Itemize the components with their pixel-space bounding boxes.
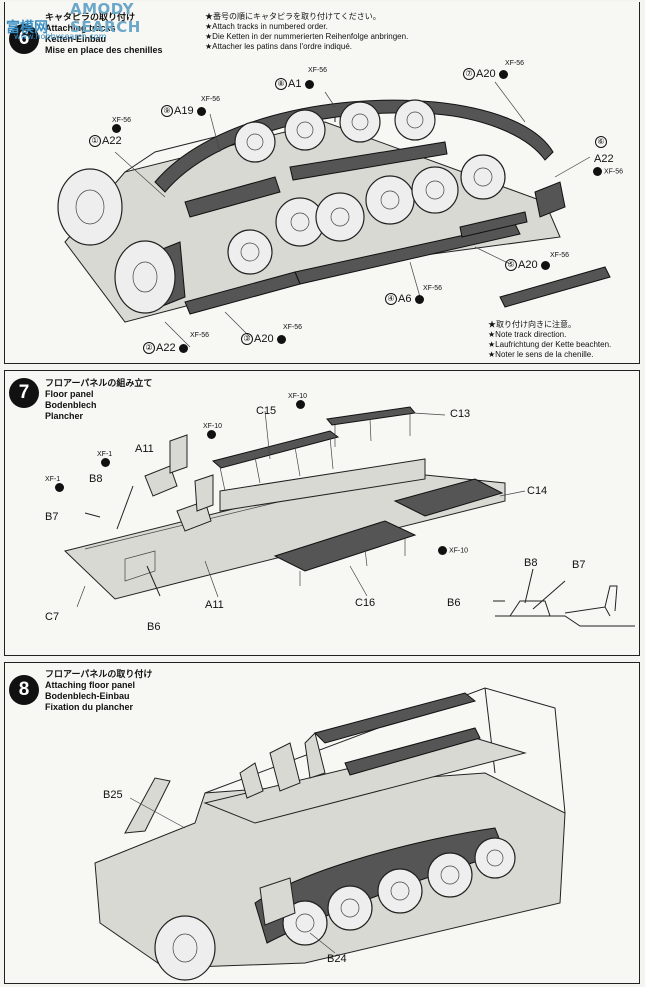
detail-part-b8: B8	[524, 557, 538, 569]
step-6-title-fr: Mise en place des chenilles	[45, 45, 163, 55]
paint-dot-icon	[296, 400, 305, 409]
paint-dot-icon	[207, 430, 216, 439]
paint-xf10: XF-10	[288, 393, 307, 409]
step-8-panel: 8 フロアーパネルの取り付け Attaching floor panel Bod…	[4, 662, 640, 984]
paint-dot-icon	[540, 260, 550, 270]
step-8-title-ja: フロアーパネルの取り付け	[45, 669, 153, 679]
watermark-site: AMODY SEARCH	[70, 0, 141, 36]
part-b7: B7	[45, 511, 59, 523]
step-7-number: 7	[9, 378, 39, 408]
paint-dot-icon	[196, 106, 206, 116]
step-7-drawing	[64, 406, 635, 627]
step-8-title-fr: Fixation du plancher	[45, 702, 134, 712]
paint-xf56: XF-56	[593, 167, 623, 176]
step-7-panel: 7 フロアーパネルの組み立て Floor panel Bodenblech Pl…	[4, 370, 640, 656]
step-8-title-en: Attaching floor panel	[45, 680, 135, 690]
detail-part-b7: B7	[572, 559, 586, 571]
paint-dot-icon	[304, 79, 314, 89]
paint-xf10: XF-10	[438, 546, 468, 555]
step-7-title-fr: Plancher	[45, 411, 84, 421]
paint-xf10: XF-10	[203, 423, 222, 439]
step-6-note-top: ★番号の順にキャタピラを取り付けてください。 ★Attach tracks in…	[205, 12, 408, 52]
note-line: ★Attach tracks in numbered order.	[205, 22, 328, 31]
part-c14: C14	[527, 485, 548, 497]
part-c7: C7	[45, 611, 60, 623]
step-7-title-de: Bodenblech	[45, 400, 97, 410]
paint-xf1: XF-1	[97, 451, 112, 467]
paint-dot-icon	[101, 458, 110, 467]
step-7-title-en: Floor panel	[45, 389, 94, 399]
step-6-title-ja: キャタピラの取り付け	[45, 12, 136, 22]
watermark-url: www.hobbysearch.com	[14, 32, 107, 41]
part-a11-top: A11	[135, 443, 154, 455]
part-b24: B24	[327, 953, 347, 965]
part-c15: C15	[256, 405, 277, 417]
note-line: ★Note track direction.	[488, 330, 567, 339]
part-c13: C13	[450, 408, 471, 420]
step-6-title-en: Attaching tracks	[45, 23, 116, 33]
paint-dot-icon	[438, 546, 447, 555]
watermark: AMODY SEARCH 富模网 www.hobbysearch.com	[0, 0, 170, 41]
step-8-title-de: Bodenblech-Einbau	[45, 691, 130, 701]
paint-dot-icon	[112, 124, 121, 133]
note-line: ★Noter le sens de la chenille.	[488, 350, 594, 359]
paint-dot-icon	[593, 167, 602, 176]
callout-6: ⑥	[595, 136, 608, 149]
paint-dot-icon	[178, 343, 188, 353]
paint-xf56: XF-56	[423, 285, 443, 292]
part-a11-bottom: A11	[205, 599, 224, 611]
paint-xf56: XF-56	[505, 60, 525, 67]
part-b6: B6	[147, 621, 161, 633]
step-6-title-de: Ketten-Einbau	[45, 34, 107, 44]
paint-dot-icon	[55, 483, 64, 492]
step-8-number: 8	[9, 675, 39, 705]
paint-xf56: XF-56	[283, 324, 303, 331]
part-a22: A22	[594, 153, 614, 165]
step-7-title: フロアーパネルの組み立て Floor panel Bodenblech Plan…	[45, 378, 152, 422]
note-line: ★Laufrichtung der Kette beachten.	[488, 340, 612, 349]
step-7-title-ja: フロアーパネルの組み立て	[45, 378, 153, 388]
paint-dot-icon	[414, 294, 424, 304]
note-line: ★Attacher les patins dans l'ordre indiqu…	[205, 42, 353, 51]
paint-xf56: XF-56	[308, 67, 328, 74]
paint-dot-icon	[498, 69, 508, 79]
watermark-cn: 富模网	[6, 20, 48, 36]
paint-xf56: XF-56	[201, 96, 221, 103]
step-6-number: 6	[9, 24, 39, 54]
step-6-drawing	[57, 81, 611, 348]
detail-part-b6: B6	[447, 597, 461, 609]
step-6-title: キャタピラの取り付け Attaching tracks Ketten-Einba…	[45, 12, 163, 56]
step-8-title: フロアーパネルの取り付け Attaching floor panel Boden…	[45, 669, 152, 713]
paint-xf56: XF-56	[112, 117, 131, 133]
note-line: ★取り付け向きに注意。	[488, 320, 576, 329]
step-6-note-bottom: ★取り付け向きに注意。 ★Note track direction. ★Lauf…	[488, 320, 611, 360]
part-b25: B25	[103, 789, 123, 801]
step-8-drawing	[94, 687, 566, 981]
paint-xf1: XF-1	[45, 476, 64, 492]
part-a22: A22	[102, 135, 122, 147]
paint-xf56: XF-56	[550, 252, 570, 259]
paint-xf56: XF-56	[190, 332, 210, 339]
part-b8: B8	[89, 473, 103, 485]
note-line: ★Die Ketten in der nummerierten Reihenfo…	[205, 32, 409, 41]
part-c16: C16	[355, 597, 376, 609]
step-6-panel: 6 キャタピラの取り付け Attaching tracks Ketten-Ein…	[4, 2, 640, 364]
note-line: ★番号の順にキャタピラを取り付けてください。	[205, 12, 381, 21]
paint-dot-icon	[276, 334, 286, 344]
